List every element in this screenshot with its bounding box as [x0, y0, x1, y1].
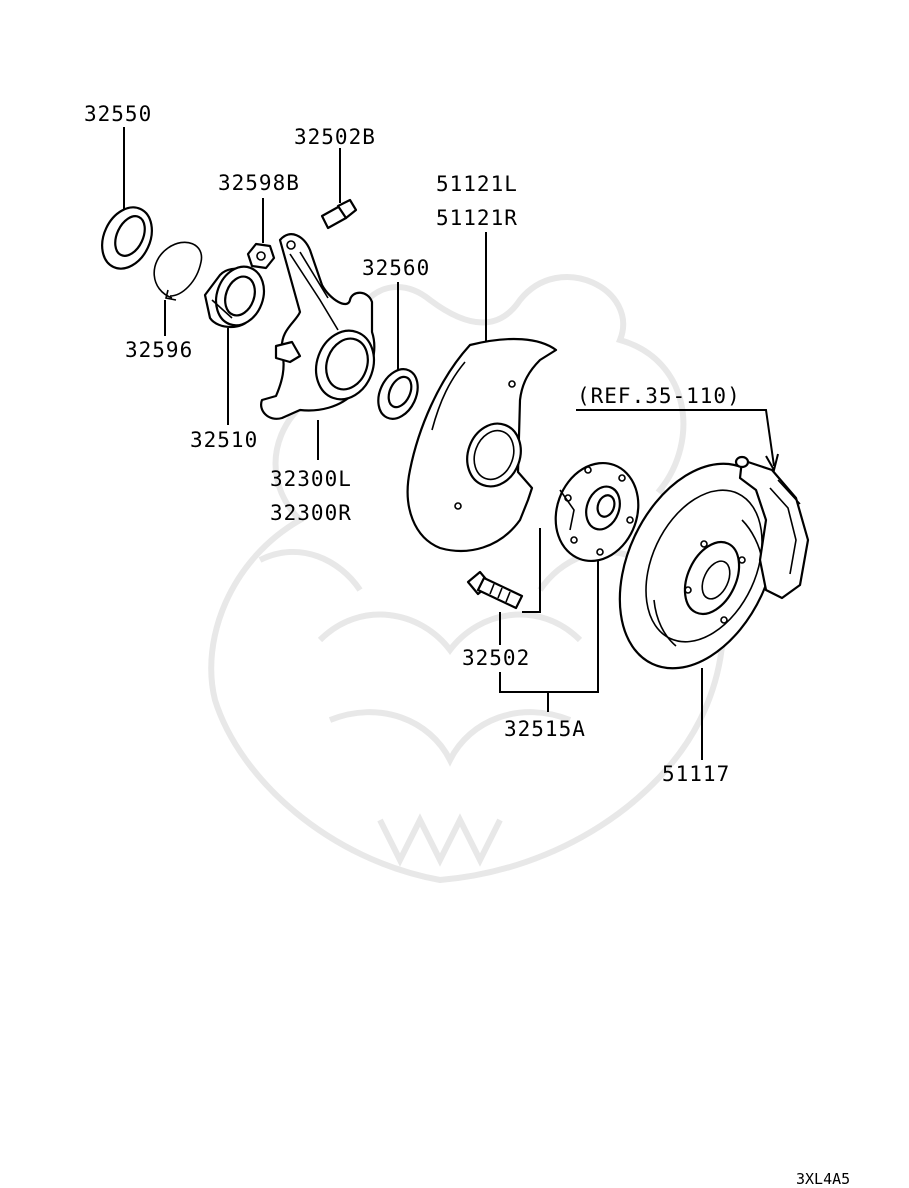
wheel-hub-32515A[interactable] — [542, 451, 651, 572]
brake-caliper-ref[interactable] — [734, 455, 810, 600]
wheel-bearing-32510[interactable] — [203, 260, 272, 332]
label-32502: 32502 — [462, 646, 530, 670]
drawing-code: 3XL4A5 — [796, 1170, 851, 1188]
label-32510: 32510 — [190, 428, 258, 452]
nut-32598B[interactable] — [246, 242, 276, 270]
seal-32560[interactable] — [371, 363, 426, 425]
oil-seal-32550[interactable] — [93, 199, 162, 276]
label-32560: 32560 — [362, 256, 430, 280]
hub-bolt-32502[interactable] — [466, 570, 524, 610]
label-32598B: 32598B — [218, 171, 300, 195]
label-32596: 32596 — [125, 338, 193, 362]
bolt-32502B[interactable] — [320, 198, 358, 230]
label-32300R: 32300R — [270, 501, 352, 525]
brake-disc-51117[interactable] — [589, 439, 807, 694]
label-51117: 51117 — [662, 762, 730, 786]
label-32515A: 32515A — [504, 717, 586, 741]
steering-knuckle-32300[interactable] — [260, 233, 383, 420]
label-32300L: 32300L — [270, 467, 352, 491]
label-ref: (REF.35-110) — [577, 384, 741, 408]
dust-shield-51121[interactable] — [406, 337, 558, 552]
snap-ring-32596[interactable] — [153, 241, 203, 301]
label-51121L: 51121L — [436, 172, 518, 196]
label-32550: 32550 — [84, 102, 152, 126]
label-51121R: 51121R — [436, 206, 518, 230]
label-32502B: 32502B — [294, 125, 376, 149]
